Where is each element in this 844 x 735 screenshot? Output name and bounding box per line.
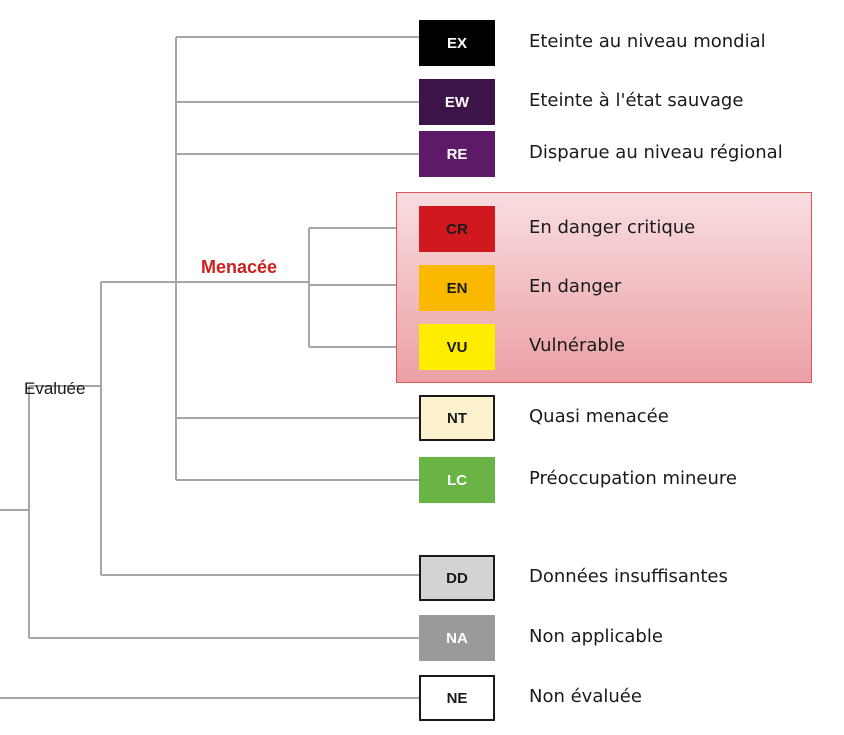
category-label-nt: Quasi menacée bbox=[529, 406, 669, 427]
category-box-nt: NT bbox=[419, 395, 495, 441]
threatened-branch-label: Menacée bbox=[201, 257, 278, 277]
category-label-ex: Eteinte au niveau mondial bbox=[529, 31, 766, 52]
evaluated-branch-label: Evaluée bbox=[24, 379, 86, 398]
category-label-vu: Vulnérable bbox=[529, 335, 625, 356]
category-box-ew: EW bbox=[419, 79, 495, 125]
category-label-ne: Non évaluée bbox=[529, 686, 642, 707]
category-box-dd: DD bbox=[419, 555, 495, 601]
category-label-dd: Données insuffisantes bbox=[529, 566, 728, 587]
category-box-re: RE bbox=[419, 131, 495, 177]
category-label-en: En danger bbox=[529, 276, 622, 297]
category-label-na: Non applicable bbox=[529, 626, 663, 647]
category-box-cr: CR bbox=[419, 206, 495, 252]
category-box-ne: NE bbox=[419, 675, 495, 721]
category-label-cr: En danger critique bbox=[529, 217, 696, 238]
category-label-re: Disparue au niveau régional bbox=[529, 142, 783, 163]
category-box-ex: EX bbox=[419, 20, 495, 66]
category-box-vu: VU bbox=[419, 324, 495, 370]
category-box-en: EN bbox=[419, 265, 495, 311]
category-label-lc: Préoccupation mineure bbox=[529, 468, 737, 489]
category-box-lc: LC bbox=[419, 457, 495, 503]
category-label-ew: Eteinte à l'état sauvage bbox=[529, 90, 744, 111]
category-box-na: NA bbox=[419, 615, 495, 661]
